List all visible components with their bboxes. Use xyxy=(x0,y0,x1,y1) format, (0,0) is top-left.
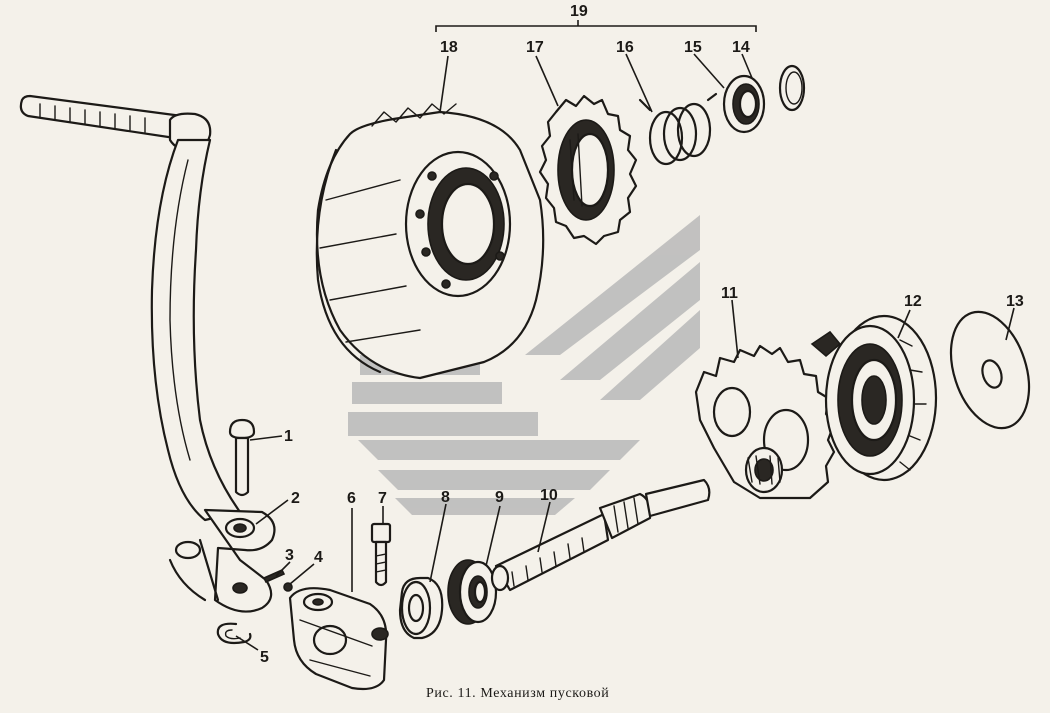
part-2-kick-lever xyxy=(19,94,276,613)
part-numbers: 1 2 3 4 5 6 7 8 9 10 11 12 13 14 15 16 1… xyxy=(260,3,1024,666)
part-12-ratchet-drum xyxy=(810,314,938,482)
label-14: 14 xyxy=(732,39,750,56)
part-17-gear xyxy=(538,94,638,246)
part-18-flywheel xyxy=(315,103,545,380)
label-4: 4 xyxy=(314,549,323,566)
part-7-bolt xyxy=(370,522,392,587)
part-9-oil-seal xyxy=(447,559,498,625)
label-5: 5 xyxy=(260,649,269,666)
label-19: 19 xyxy=(570,3,588,20)
label-16: 16 xyxy=(616,39,634,56)
part-1-pin xyxy=(228,418,256,497)
figure-caption: Рис. 11. Механизм пусковой xyxy=(426,686,609,701)
leader-lines xyxy=(235,20,1015,651)
part-5-circlip xyxy=(216,622,252,645)
part-14-ring xyxy=(778,64,806,112)
label-12: 12 xyxy=(904,293,922,310)
label-18: 18 xyxy=(440,39,458,56)
label-9: 9 xyxy=(495,489,504,506)
part-10-shaft xyxy=(490,478,711,592)
part-8-bushing xyxy=(398,576,444,640)
part-4-ball xyxy=(283,582,293,592)
label-10: 10 xyxy=(540,487,558,504)
part-13-washer xyxy=(949,310,1031,430)
part-6-pivot-block xyxy=(288,587,389,691)
label-6: 6 xyxy=(347,490,356,507)
label-8: 8 xyxy=(441,489,450,506)
label-3: 3 xyxy=(285,547,294,564)
label-17: 17 xyxy=(526,39,544,56)
label-15: 15 xyxy=(684,39,702,56)
part-11-sector-gear xyxy=(694,344,836,500)
label-1: 1 xyxy=(284,428,293,445)
label-2: 2 xyxy=(291,490,300,507)
label-7: 7 xyxy=(378,490,387,507)
label-11: 11 xyxy=(721,285,738,302)
part-16-spring xyxy=(638,92,718,166)
part-15-spring-cup xyxy=(722,74,766,134)
watermark-logo xyxy=(348,215,700,515)
label-13: 13 xyxy=(1006,293,1024,310)
